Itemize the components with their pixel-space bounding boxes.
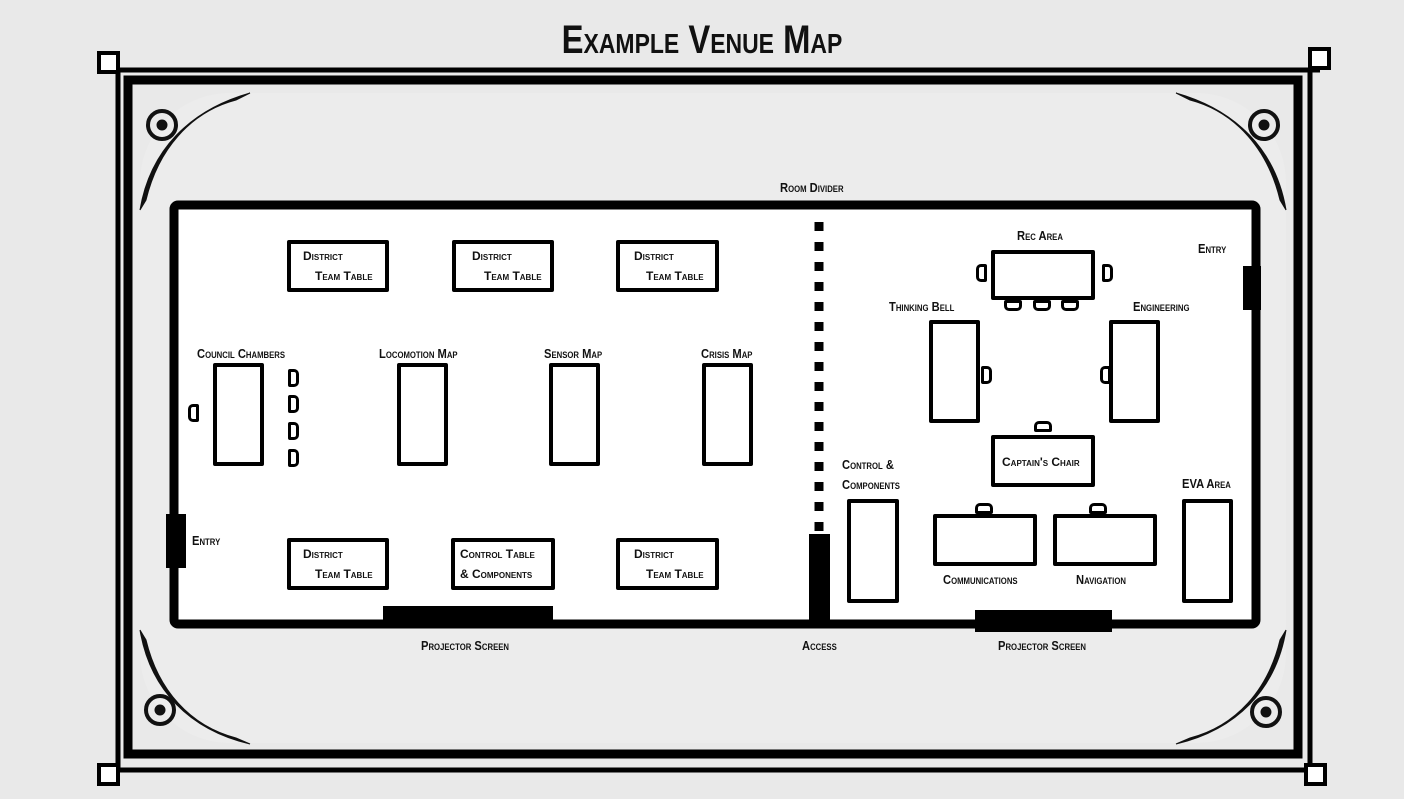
communications-label: Communications xyxy=(943,572,1018,587)
navigation-table xyxy=(1053,514,1157,566)
captains-chair-label: Captain's Chair xyxy=(1002,455,1080,469)
chair xyxy=(188,404,199,422)
room-divider-label: Room Divider xyxy=(780,180,844,195)
table-label-line2: & Components xyxy=(460,567,533,581)
projector-screen-left xyxy=(383,606,553,628)
council-chambers-table xyxy=(213,363,264,466)
district-team-table: District Team Table xyxy=(287,538,389,590)
chair xyxy=(288,395,299,413)
chair xyxy=(981,366,992,384)
captains-chair-table: Captain's Chair xyxy=(991,435,1095,487)
entry-door-left xyxy=(166,514,186,568)
table-label-line2: Team Table xyxy=(315,567,373,581)
control-components-table xyxy=(847,499,899,603)
locomotion-map-table xyxy=(397,363,448,466)
rec-area-table xyxy=(991,250,1095,300)
district-team-table: District Team Table xyxy=(287,240,389,292)
table-label-line1: Control Table xyxy=(460,547,535,561)
chair xyxy=(288,369,299,387)
chair xyxy=(976,264,987,282)
table-label-line1: District xyxy=(303,249,343,263)
chair xyxy=(1004,300,1022,311)
table-label-line1: District xyxy=(634,249,674,263)
projector-screen-left-label: Projector Screen xyxy=(421,638,509,653)
sensor-map-label: Sensor Map xyxy=(544,346,603,361)
entry-door-right xyxy=(1243,266,1261,310)
district-team-table: District Team Table xyxy=(616,538,719,590)
thinking-bell-table xyxy=(929,320,980,423)
table-label-line2: Team Table xyxy=(315,269,373,283)
eva-area-table xyxy=(1182,499,1233,603)
thinking-bell-label: Thinking Bell xyxy=(889,299,955,314)
council-chambers-label: Council Chambers xyxy=(197,346,286,361)
control-components-label-1: Control & xyxy=(842,457,894,472)
chair xyxy=(1033,300,1051,311)
chair xyxy=(975,503,993,514)
rec-area-label: Rec Area xyxy=(1017,228,1063,243)
crisis-map-label: Crisis Map xyxy=(701,346,753,361)
chair xyxy=(1102,264,1113,282)
table-label-line2: Team Table xyxy=(646,567,704,581)
access-label: Access xyxy=(802,638,837,653)
access-wall xyxy=(809,534,830,624)
control-components-label-2: Components xyxy=(842,477,900,492)
table-label-line1: District xyxy=(634,547,674,561)
page-title: Example Venue Map xyxy=(561,18,843,62)
engineering-label: Engineering xyxy=(1133,299,1190,314)
table-label-line1: District xyxy=(303,547,343,561)
crisis-map-table xyxy=(702,363,753,466)
locomotion-map-label: Locomotion Map xyxy=(379,346,458,361)
chair xyxy=(1034,421,1052,432)
sensor-map-table xyxy=(549,363,600,466)
entry-right-label: Entry xyxy=(1198,241,1227,256)
chair xyxy=(288,449,299,467)
chair xyxy=(1061,300,1079,311)
chair xyxy=(1089,503,1107,514)
table-label-line2: Team Table xyxy=(484,269,542,283)
chair xyxy=(288,422,299,440)
navigation-label: Navigation xyxy=(1076,572,1126,587)
district-team-table: District Team Table xyxy=(616,240,719,292)
entry-left-label: Entry xyxy=(192,533,221,548)
table-label-line2: Team Table xyxy=(646,269,704,283)
district-team-table: District Team Table xyxy=(452,240,554,292)
control-table: Control Table & Components xyxy=(451,538,555,590)
eva-area-label: EVA Area xyxy=(1182,476,1231,491)
projector-screen-right-label: Projector Screen xyxy=(998,638,1086,653)
communications-table xyxy=(933,514,1037,566)
table-label-line1: District xyxy=(472,249,512,263)
chair xyxy=(1100,366,1111,384)
engineering-table xyxy=(1109,320,1160,423)
projector-screen-right xyxy=(975,610,1112,632)
